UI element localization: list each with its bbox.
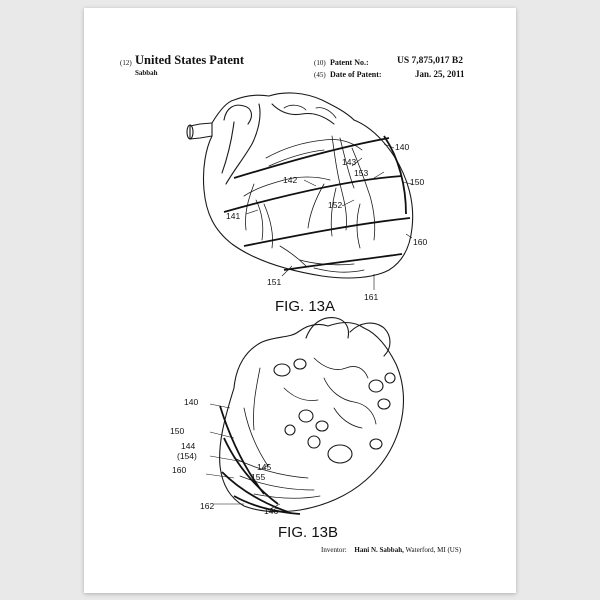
code-12: (12) (120, 59, 132, 67)
patent-sheet: (12) United States Patent Sabbah (10) Pa… (84, 8, 516, 593)
figure-13b-label: FIG. 13B (278, 524, 339, 541)
ref-152-a: 152 (328, 200, 343, 210)
ref-160-a: 160 (413, 237, 428, 247)
inventor-label: Inventor: (321, 546, 347, 554)
figure-13a-heart-drawing (186, 92, 414, 290)
ref-143-a: 143 (342, 157, 357, 167)
patent-title: United States Patent (135, 53, 245, 67)
ref-155-b: 155 (251, 472, 266, 482)
date-label: Date of Patent: (330, 70, 382, 79)
inventor-line: Inventor: Hani N. Sabbah, Waterford, MI … (321, 546, 461, 554)
inventor-short: Sabbah (135, 69, 158, 77)
ref-151-a: 151 (267, 277, 282, 287)
patent-date: Jan. 25, 2011 (415, 69, 465, 79)
ref-154-b: (154) (177, 451, 197, 461)
code-10: (10) (314, 59, 326, 67)
inventor-name: Hani N. Sabbah, (354, 546, 404, 554)
ref-141-a: 141 (226, 211, 241, 221)
ref-153-a: 153 (354, 168, 369, 178)
ref-150-b: 150 (170, 426, 185, 436)
ref-142-a: 142 (283, 175, 298, 185)
figure-13b-heart-drawing (205, 317, 404, 515)
ref-144-b: 144 (181, 441, 196, 451)
ref-162-b: 162 (200, 501, 215, 511)
ref-140-b: 140 (184, 397, 199, 407)
ref-160-b: 160 (172, 465, 187, 475)
patent-number: US 7,875,017 B2 (397, 56, 463, 66)
ref-140-a: 140 (395, 142, 410, 152)
ref-150-a: 150 (410, 177, 425, 187)
ref-146-b: 146 (264, 506, 279, 516)
inventor-location: Waterford, MI (US) (405, 546, 462, 554)
figure-13a-label: FIG. 13A (275, 298, 336, 315)
patent-no-label: Patent No.: (330, 58, 369, 67)
code-45: (45) (314, 71, 326, 79)
ref-145-b: 145 (257, 462, 272, 472)
ref-161-a: 161 (364, 292, 379, 302)
